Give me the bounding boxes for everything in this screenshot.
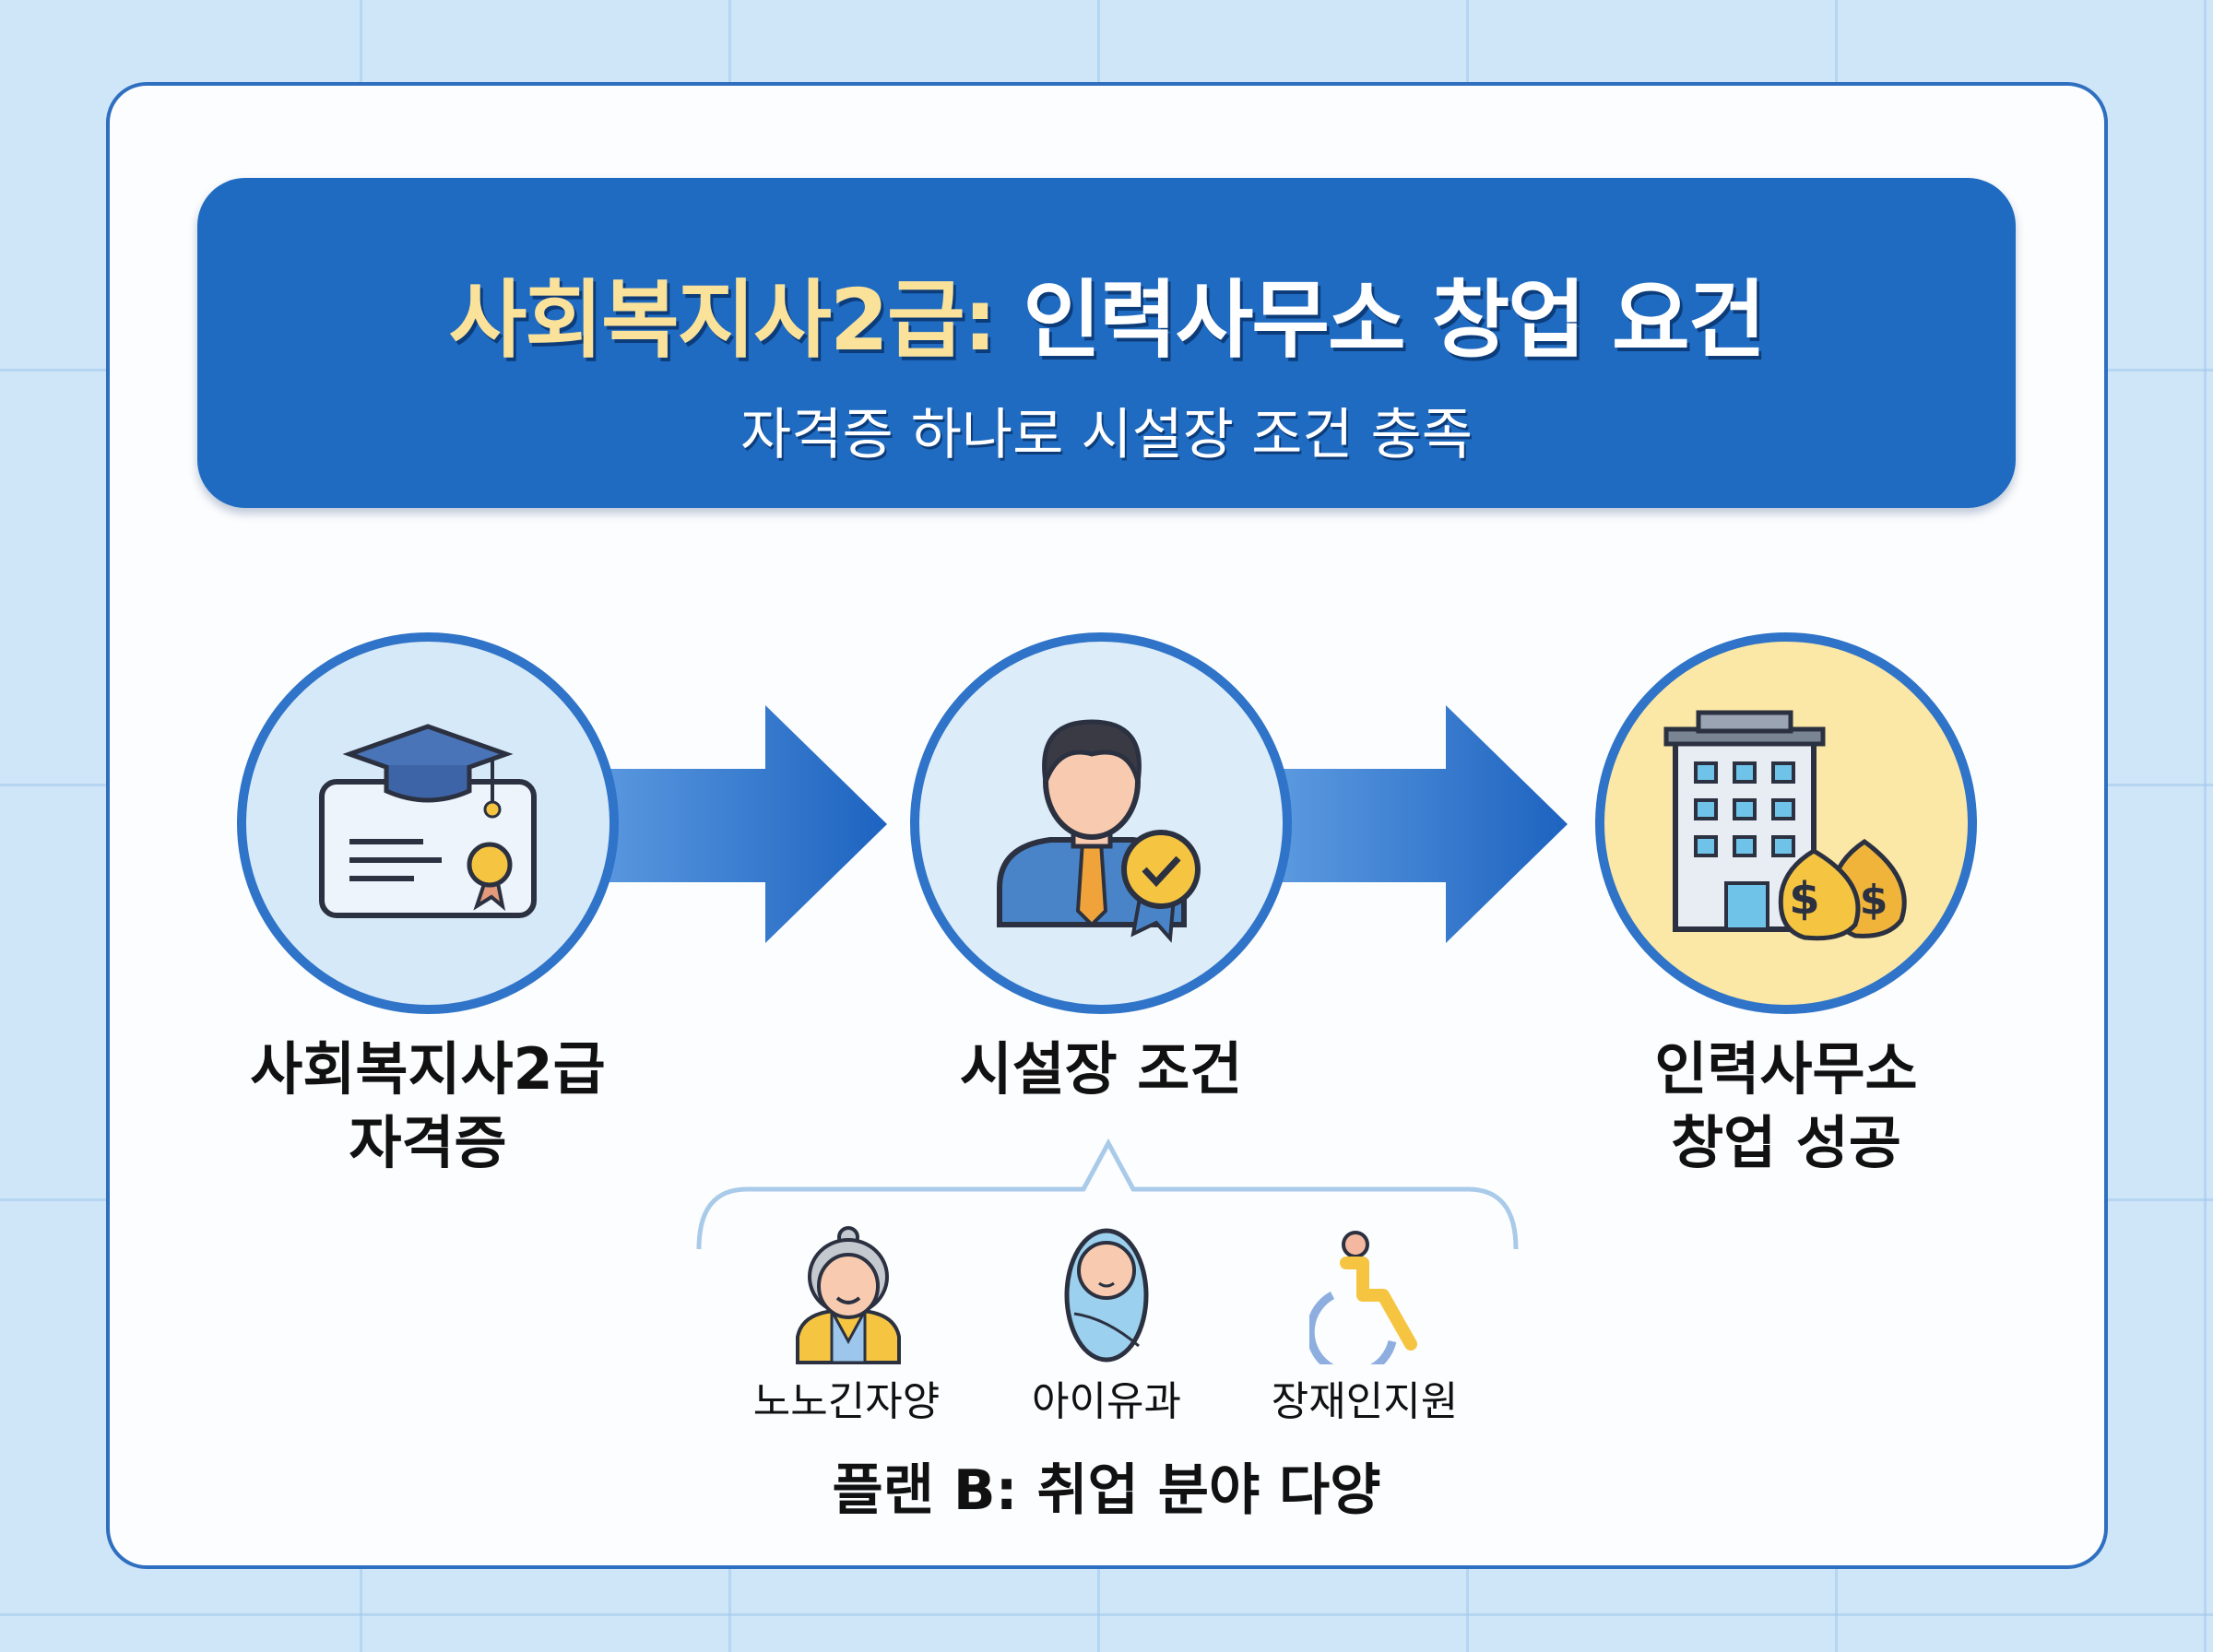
certificate-icon bbox=[319, 724, 537, 918]
plan-b-item-label: 아이유과 bbox=[1032, 1378, 1181, 1425]
arrow-right-icon bbox=[590, 705, 887, 943]
step-certificate-circle bbox=[237, 632, 619, 1014]
step-manager-circle bbox=[910, 632, 1292, 1014]
plan-b-bracket bbox=[696, 1138, 1519, 1250]
svg-text:$: $ bbox=[1789, 873, 1819, 925]
plan-b-title: 플랜 B: 취업 분야 다양 bbox=[832, 1458, 1381, 1523]
page-title: 사회복지사2급: 인력사무소 창업 요건 bbox=[448, 271, 1767, 370]
header-banner: 사회복지사2급: 인력사무소 창업 요건 자격증 하나로 시설장 조건 충족 bbox=[197, 178, 2016, 508]
manager-badge-icon bbox=[997, 719, 1201, 943]
page-subtitle: 자격증 하나로 시설장 조건 충족 bbox=[740, 403, 1473, 467]
step-label-manager: 시설장 조건 bbox=[959, 1035, 1243, 1103]
wheelchair-icon bbox=[1309, 1231, 1417, 1364]
plan-b-item-label: 노노긴자양 bbox=[752, 1378, 941, 1425]
office-building-money-icon: $ $ bbox=[1663, 710, 1907, 941]
elderly-woman-icon bbox=[796, 1226, 901, 1364]
arrow-right-icon bbox=[1276, 705, 1568, 943]
baby-icon bbox=[1064, 1228, 1149, 1363]
svg-text:$: $ bbox=[1860, 877, 1888, 924]
step-office-circle: $ $ bbox=[1595, 632, 1977, 1014]
plan-b-item-label: 장재인지원 bbox=[1271, 1378, 1459, 1425]
